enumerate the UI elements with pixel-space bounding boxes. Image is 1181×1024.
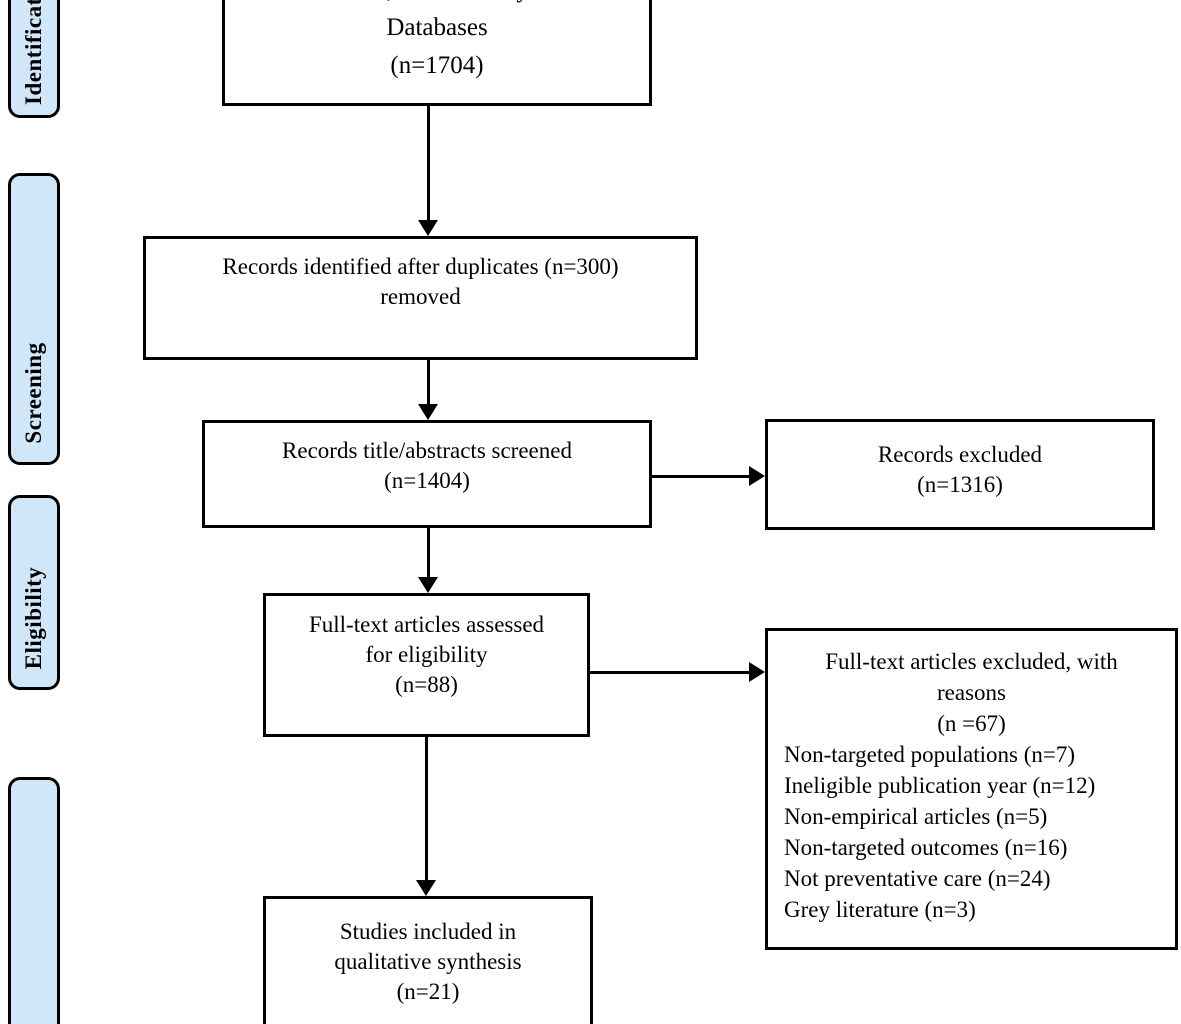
box-included-qualitative: Studies included in qualitative synthesi… <box>263 896 593 1024</box>
box-duplicates-line1: Records identified after duplicates (n=3… <box>222 254 619 279</box>
stage-screening-label: Screening <box>21 342 46 444</box>
box-records-excluded-count: (n=1316) <box>917 472 1003 497</box>
box-databases-count: (n=1704) <box>390 52 484 79</box>
box-databases-line2: Databases <box>386 14 488 41</box>
arrow-databases-to-duplicates-head <box>418 220 438 236</box>
box-fulltext-assessed-count: (n=88) <box>395 672 458 697</box>
box-included-line2: qualitative synthesis <box>334 949 522 974</box>
box-fulltext-excluded-heading1: Full-text articles excluded, with <box>825 649 1118 674</box>
arrow-fulltext-to-excluded-line <box>590 671 750 674</box>
stage-identification: Identification <box>8 0 60 118</box>
exclusion-reason: Non-targeted populations (n=7) <box>784 742 1076 767</box>
exclusion-reason: Not preventative care (n=24) <box>784 866 1051 891</box>
arrow-screened-to-fulltext-head <box>418 577 438 593</box>
exclusion-reason: Grey literature (n=3) <box>784 897 976 922</box>
box-databases-line1: CINAHL, and APA PsycInfo <box>225 0 649 9</box>
box-fulltext-assessed-line1: Full-text articles assessed <box>308 612 545 637</box>
arrow-databases-to-duplicates-line <box>427 106 430 221</box>
exclusion-reason: Non-targeted outcomes (n=16) <box>784 835 1068 860</box>
box-included-count: (n=21) <box>396 979 460 1004</box>
box-fulltext-assessed: Full-text articles assessed for eligibil… <box>263 593 590 737</box>
box-duplicates-removed: Records identified after duplicates (n=3… <box>143 236 698 360</box>
fulltext-exclusion-reasons: Non-targeted populations (n=7) Ineligibl… <box>768 739 1175 925</box>
arrow-fulltext-to-included-head <box>416 880 436 896</box>
arrow-duplicates-to-screened-line <box>427 360 430 405</box>
box-fulltext-excluded: Full-text articles excluded, with reason… <box>765 628 1178 950</box>
box-fulltext-excluded-heading2: reasons <box>937 680 1006 705</box>
arrow-fulltext-to-excluded-head <box>749 662 765 682</box>
box-included-line1: Studies included in <box>339 919 517 944</box>
stage-included <box>8 777 60 1024</box>
box-titles-abstracts-screened: Records title/abstracts screened (n=1404… <box>202 420 652 528</box>
stage-eligibility-label: Eligibility <box>21 566 46 670</box>
box-databases-identified: CINAHL, and APA PsycInfo Databases (n=17… <box>222 0 652 106</box>
box-fulltext-excluded-count: (n =67) <box>937 711 1006 736</box>
box-records-excluded-line1: Records excluded <box>877 442 1043 467</box>
exclusion-reason: Non-empirical articles (n=5) <box>784 804 1048 829</box>
arrow-screened-to-excluded-head <box>749 466 765 486</box>
exclusion-reason: Ineligible publication year (n=12) <box>784 773 1096 798</box>
box-duplicates-line2: removed <box>380 284 461 309</box>
box-fulltext-assessed-line2: for eligibility <box>365 642 488 667</box>
box-screened-count: (n=1404) <box>384 468 470 493</box>
box-records-excluded: Records excluded (n=1316) <box>765 419 1155 530</box>
arrow-screened-to-fulltext-line <box>427 528 430 578</box>
arrow-duplicates-to-screened-head <box>418 404 438 420</box>
stage-identification-label: Identification <box>21 0 46 105</box>
stage-eligibility: Eligibility <box>8 495 60 690</box>
stage-screening: Screening <box>8 173 60 465</box>
arrow-fulltext-to-included-line <box>425 737 428 881</box>
arrow-screened-to-excluded-line <box>652 475 752 478</box>
box-screened-line1: Records title/abstracts screened <box>282 438 572 463</box>
